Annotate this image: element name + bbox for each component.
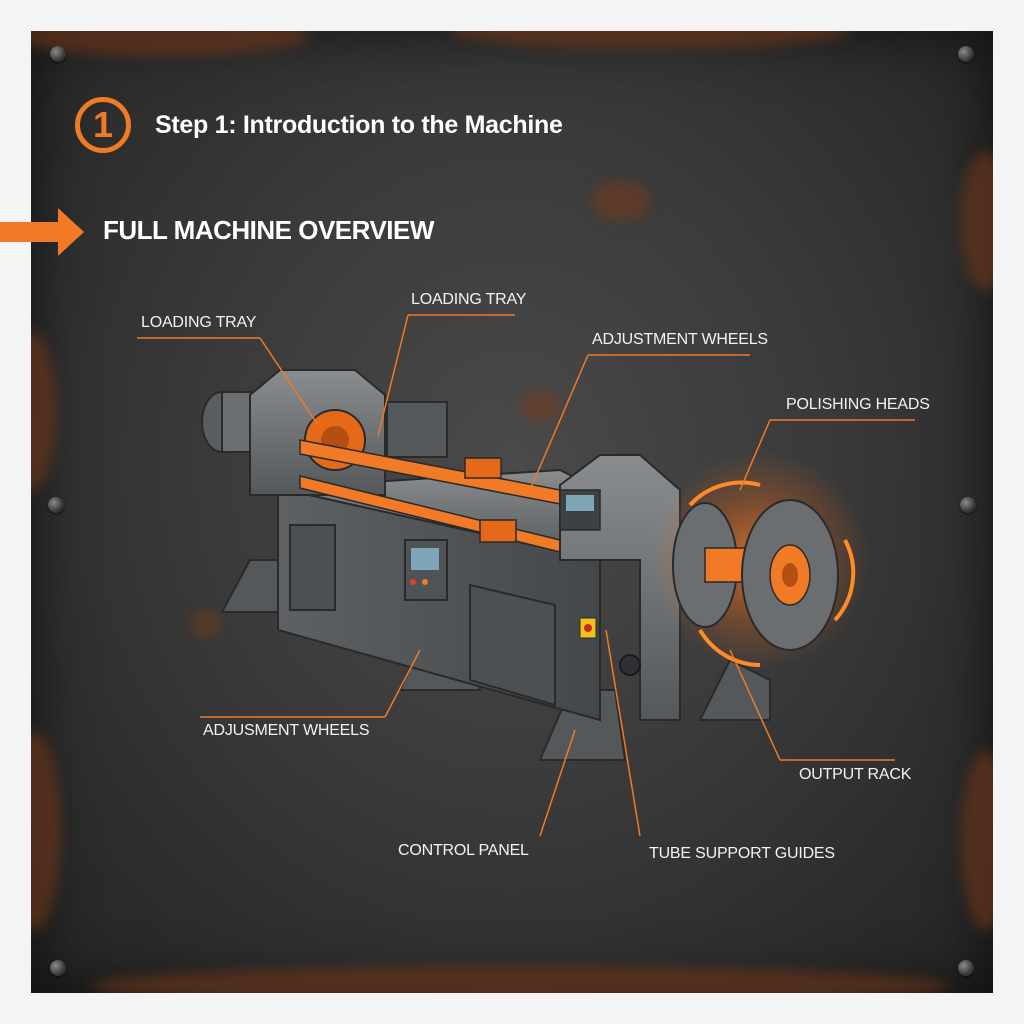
control-panel-unit bbox=[404, 539, 597, 639]
callout-adjusment-wheels-bottom: ADJUSMENT WHEELS bbox=[203, 722, 370, 739]
right-headstock bbox=[559, 454, 681, 721]
left-headstock bbox=[201, 369, 448, 496]
step-title: Step 1: Introduction to the Machine bbox=[155, 111, 563, 139]
polishing-heads bbox=[650, 450, 870, 670]
rivet-bottom-left bbox=[50, 960, 66, 976]
loading-rails bbox=[299, 439, 561, 553]
callout-adjustment-wheels-top: ADJUSTMENT WHEELS bbox=[592, 331, 768, 348]
rivet-bottom-right bbox=[958, 960, 974, 976]
arrow-right-icon bbox=[0, 208, 84, 256]
callout-output-rack: OUTPUT RACK bbox=[799, 766, 912, 783]
rivet-top-right bbox=[958, 46, 974, 62]
callout-loading-tray-left: LOADING TRAY bbox=[141, 314, 257, 331]
callout-leaders bbox=[137, 314, 915, 837]
step-number-badge: 1 bbox=[75, 97, 131, 153]
callout-loading-tray-top: LOADING TRAY bbox=[411, 291, 527, 308]
rivet-mid-right bbox=[960, 497, 976, 513]
section-title: FULL MACHINE OVERVIEW bbox=[103, 215, 434, 245]
rivet-mid-left bbox=[48, 497, 64, 513]
rivet-top-left bbox=[50, 46, 66, 62]
callout-control-panel: CONTROL PANEL bbox=[398, 842, 529, 859]
callout-polishing-heads: POLISHING HEADS bbox=[786, 396, 930, 413]
callout-tube-support-guides: TUBE SUPPORT GUIDES bbox=[649, 845, 835, 862]
